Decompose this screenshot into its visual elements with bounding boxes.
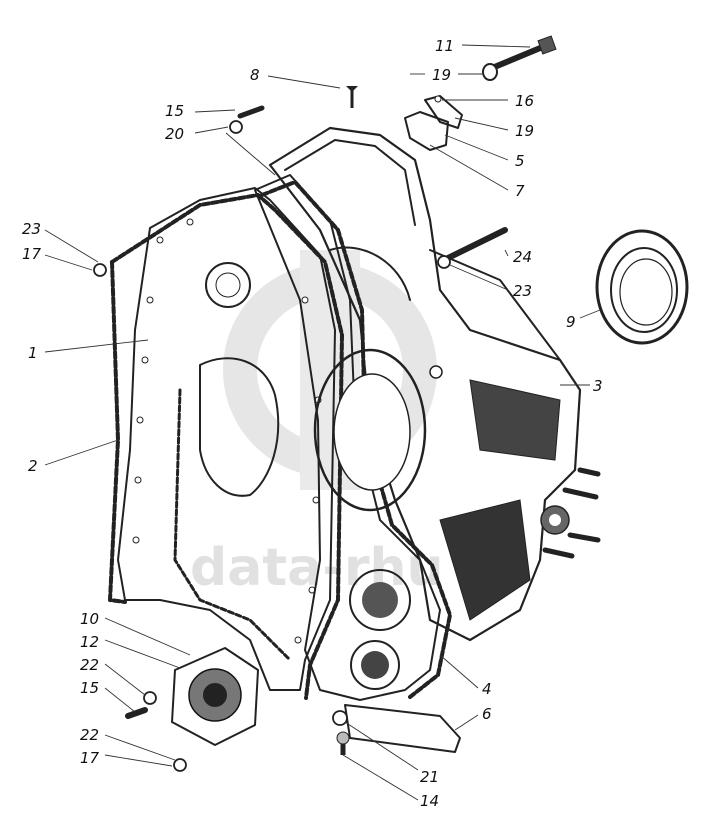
callout-3: 3 <box>593 377 603 395</box>
top-fasteners <box>93 35 557 277</box>
callout-2: 2 <box>28 457 38 475</box>
callout-1: 1 <box>28 344 38 362</box>
front-cover-plate <box>108 187 344 700</box>
callout-17: 17 <box>80 749 100 767</box>
callout-19: 19 <box>432 66 451 84</box>
watermark-text: data-rhu <box>190 538 444 598</box>
callout-22-mid: 22 <box>80 656 99 674</box>
bottom-parts <box>125 647 461 772</box>
callout-20: 19 <box>515 122 534 140</box>
callout-22-bottom: 22 <box>80 726 99 744</box>
oil-seal <box>595 229 689 345</box>
callout-15-top: 15 <box>165 102 184 120</box>
callout-labels: 11 19 8 16 19 5 7 15 20 23 17 1 2 24 23 … <box>22 37 603 810</box>
timing-gear-housing <box>268 126 601 642</box>
callout-5: 5 <box>515 152 525 170</box>
callout-23-left: 23 <box>22 220 41 238</box>
callout-4: 4 <box>482 680 492 698</box>
callout-8: 8 <box>250 66 260 84</box>
callout-23-right: 23 <box>513 282 532 300</box>
callout-14: 14 <box>420 792 439 810</box>
leader-lines <box>44 44 601 801</box>
callout-24: 24 <box>513 248 532 266</box>
callout-10: 10 <box>80 610 99 628</box>
callout-15-bottom: 15 <box>80 679 99 697</box>
callout-21: 21 <box>420 768 439 786</box>
callout-11: 12 <box>80 633 99 651</box>
callout-16: 16 <box>515 92 534 110</box>
callout-6: 6 <box>482 705 492 723</box>
callout-9: 9 <box>566 313 576 331</box>
callout-18: 17 <box>22 245 42 263</box>
callout-7: 7 <box>515 182 525 200</box>
callout-22-top: 20 <box>165 125 184 143</box>
callout-12: 11 <box>435 37 454 55</box>
